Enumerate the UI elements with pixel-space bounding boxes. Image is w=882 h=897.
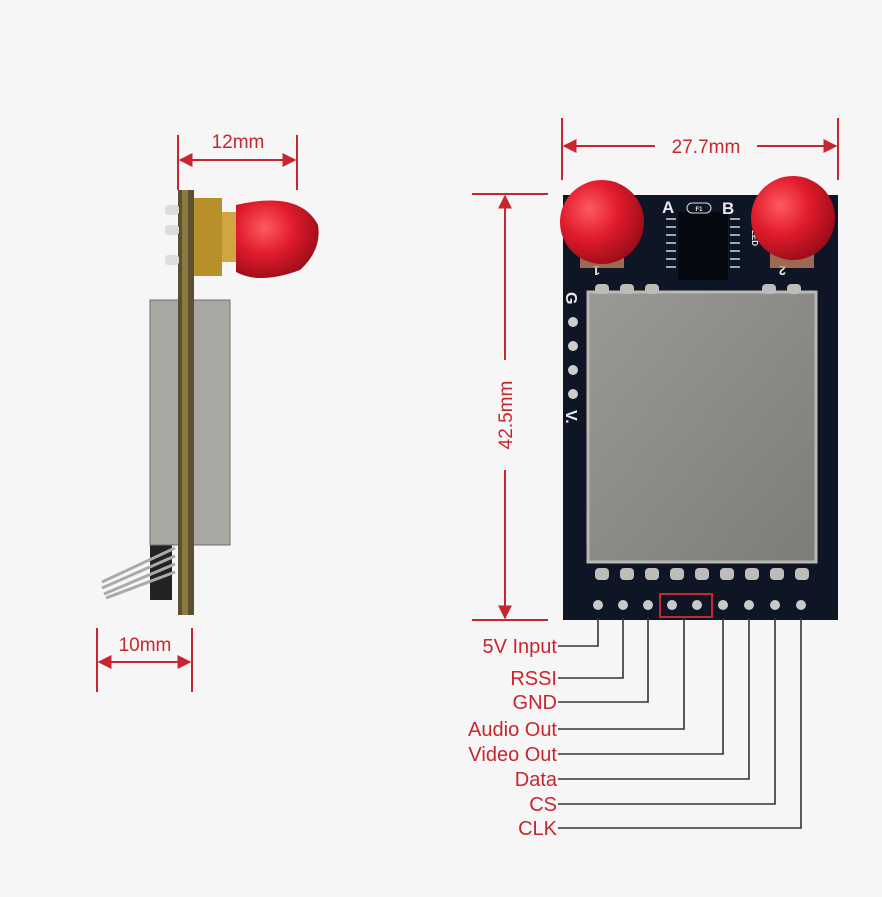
pin-pad	[692, 600, 702, 610]
pin-pad	[667, 600, 677, 610]
pin-pad	[593, 600, 603, 610]
dimension-12mm: 12mm	[177, 132, 298, 190]
front-view: 27.7mm 42.5mm A B F1 LED 1 2 G V.	[468, 118, 839, 840]
shield-solder-tabs	[595, 284, 809, 580]
dim-board-width: 27.7mm	[672, 137, 741, 158]
pin-pad	[744, 600, 754, 610]
pin-lead-line	[558, 618, 624, 679]
dimension-42-5mm: 42.5mm	[472, 193, 548, 621]
side-view: 12mm 10mm	[96, 132, 319, 692]
pin-label: RSSI	[510, 668, 557, 690]
dim-side-thickness: 10mm	[119, 635, 172, 656]
silk-a: A	[662, 198, 674, 217]
silk-v: V.	[562, 410, 579, 424]
pin-pad	[643, 600, 653, 610]
pin-lead-line	[558, 618, 724, 755]
silk-b: B	[722, 199, 734, 218]
pin-lead-line	[558, 618, 776, 805]
pin-pad	[718, 600, 728, 610]
pin-lead-line	[558, 618, 750, 780]
pin-pad	[770, 600, 780, 610]
pin-lead-line	[558, 618, 599, 647]
pin-header-side	[101, 535, 176, 600]
pin-pad	[618, 600, 628, 610]
pin-lead-line	[558, 618, 649, 703]
pin-label: Video Out	[468, 744, 557, 766]
pin-label: CLK	[518, 818, 558, 840]
led-side	[165, 205, 179, 265]
pin-lead-line	[558, 618, 685, 730]
pin-leads	[558, 618, 802, 829]
pin-label: Audio Out	[468, 719, 557, 741]
highlight-box	[659, 593, 713, 618]
pin-label: 5V Input	[482, 636, 557, 658]
silk-2: 2	[779, 263, 786, 278]
sma-connector	[194, 198, 222, 276]
antenna-cap-a	[560, 180, 644, 264]
side-pads	[568, 317, 578, 399]
dimension-10mm: 10mm	[96, 628, 193, 692]
pin-pad	[796, 600, 806, 610]
antenna-cap-side	[236, 200, 319, 279]
pin-label: Data	[515, 769, 558, 791]
ic-chip	[666, 212, 740, 280]
silk-led: LED	[750, 230, 759, 246]
silk-f1: F1	[695, 207, 703, 213]
silk-g: G	[562, 292, 579, 304]
dim-side-width: 12mm	[212, 132, 265, 153]
pin-label: GND	[513, 692, 557, 714]
dimension-27-7mm: 27.7mm	[561, 118, 839, 180]
pin-label: CS	[529, 794, 557, 816]
dim-board-height: 42.5mm	[496, 381, 517, 450]
silk-1: 1	[593, 263, 600, 278]
pin-lead-line	[558, 618, 802, 829]
rf-shield	[586, 290, 818, 564]
antenna-cap-b	[751, 176, 835, 260]
pin-row	[593, 600, 806, 610]
